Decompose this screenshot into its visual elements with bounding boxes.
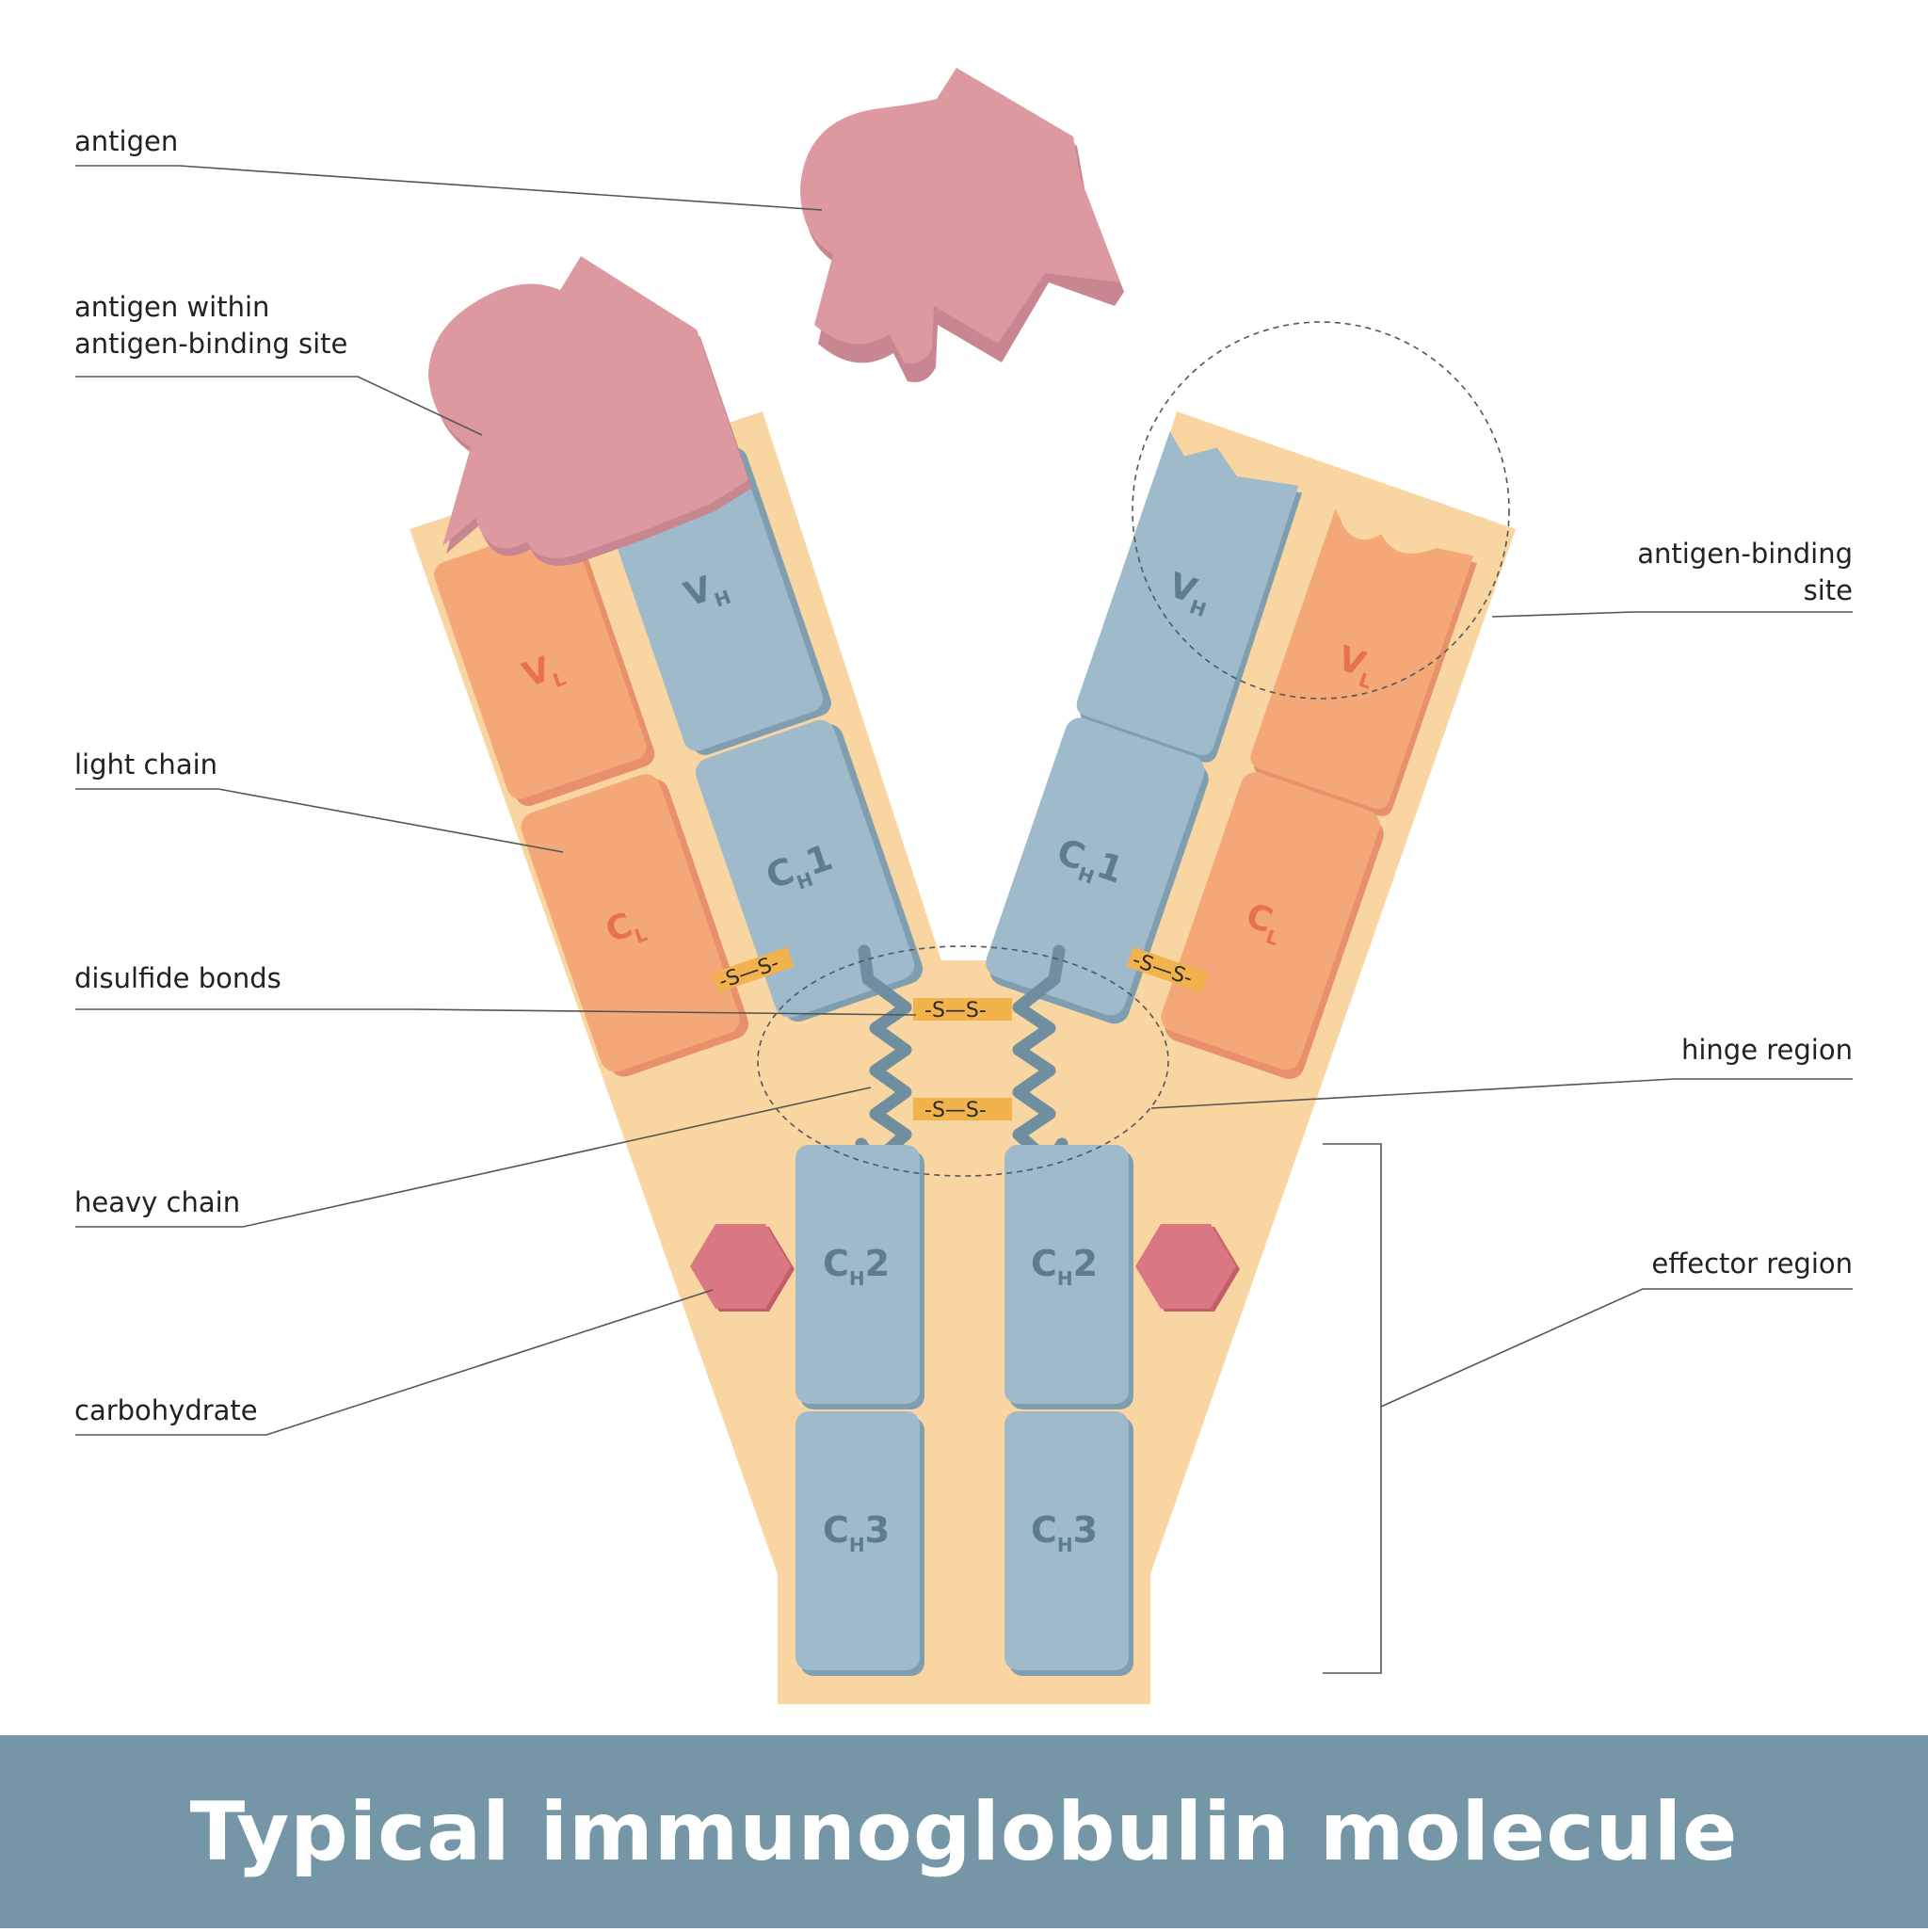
hinge-bond-lower-label: -S—S- [924, 1099, 987, 1122]
left-carbohydrate-hexagon [690, 1224, 795, 1312]
right-vh-domain: VH [1076, 431, 1303, 763]
right-ch2-domain: CH2 [1004, 1145, 1133, 1409]
label-disulfide-bonds: disulfide bonds [74, 962, 281, 994]
heavy-chain-leader [75, 1087, 872, 1228]
right-ch2-sub: H [1057, 1267, 1073, 1290]
svg-text:CH3: CH3 [1031, 1509, 1098, 1556]
left-ch2-sub: H [849, 1267, 865, 1290]
left-ch3-letter: C [823, 1509, 849, 1551]
disulfide-bonds-leader [75, 1008, 917, 1016]
title-banner: Typical immunoglobulin molecule [0, 1735, 1928, 1928]
right-ch3-num: 3 [1073, 1509, 1098, 1551]
bound-antigen [428, 256, 752, 566]
left-vl-domain: VL [434, 523, 655, 806]
right-vh-sub: H [1187, 595, 1210, 621]
label-light-chain: light chain [74, 749, 217, 781]
right-ch3-letter: C [1031, 1509, 1057, 1551]
antigen-leader [75, 165, 823, 211]
left-ch3-domain: CH3 [795, 1411, 924, 1676]
left-ch1-sub: H [794, 867, 816, 894]
label-antigen-binding-line1: antigen-binding [1637, 538, 1853, 570]
hinge-region-ellipse [757, 945, 1169, 1177]
free-antigen [800, 68, 1124, 382]
hinge-region-leader [1150, 1078, 1853, 1109]
right-ch2-letter: C [1031, 1243, 1057, 1284]
label-antigen-binding-line2: site [1804, 574, 1853, 606]
right-arm: VH CH1 VL CL [986, 431, 1477, 1080]
right-ch3-domain: CH3 [1004, 1411, 1133, 1676]
left-ch2-num: 2 [865, 1243, 890, 1284]
effector-region-leader [1380, 1288, 1853, 1408]
right-ch3-sub: H [1057, 1534, 1073, 1556]
left-cl-domain: CL [521, 774, 749, 1077]
label-carbohydrate: carbohydrate [74, 1394, 258, 1426]
left-vh-sub: H [712, 586, 734, 612]
label-antigen-within-line2: antigen-binding site [74, 328, 347, 360]
left-ch3-sub: H [849, 1534, 865, 1556]
svg-text:CH3: CH3 [823, 1509, 890, 1556]
hinge-bond-upper: -S—S- [913, 998, 1012, 1022]
label-hinge-region: hinge region [1681, 1034, 1853, 1066]
carbohydrate-leader [75, 1289, 714, 1436]
right-ch2-num: 2 [1073, 1243, 1098, 1284]
antigen-binding-site-circle [1132, 321, 1510, 700]
diagram-title: Typical immunoglobulin molecule [189, 1784, 1739, 1879]
label-heavy-chain: heavy chain [74, 1186, 240, 1218]
right-ch1-domain: CH1 [986, 717, 1209, 1024]
effector-region-bracket [1323, 1143, 1382, 1674]
left-ch3-num: 3 [865, 1509, 890, 1551]
light-chain-leader [75, 788, 564, 853]
label-antigen-within-line1: antigen within [74, 291, 269, 323]
hinge-bond-upper-label: -S—S- [924, 999, 987, 1022]
antigen-binding-site-leader [1491, 611, 1853, 618]
svg-text:CH2: CH2 [1031, 1243, 1098, 1290]
svg-text:CH2: CH2 [823, 1243, 890, 1290]
label-antigen: antigen [74, 125, 178, 157]
right-carbohydrate-hexagon [1135, 1224, 1240, 1312]
antigen-within-leader [75, 376, 483, 436]
right-cl-domain: CL [1161, 772, 1384, 1080]
left-ch2-domain: CH2 [795, 1145, 924, 1409]
left-ch2-letter: C [823, 1243, 849, 1284]
hinge-bond-lower: -S—S- [913, 1098, 1012, 1122]
right-vl-domain: VL [1250, 507, 1477, 816]
hinge-heavy-chains [855, 944, 1068, 1169]
label-effector-region: effector region [1651, 1248, 1853, 1280]
right-ch1-sub: H [1075, 862, 1098, 889]
